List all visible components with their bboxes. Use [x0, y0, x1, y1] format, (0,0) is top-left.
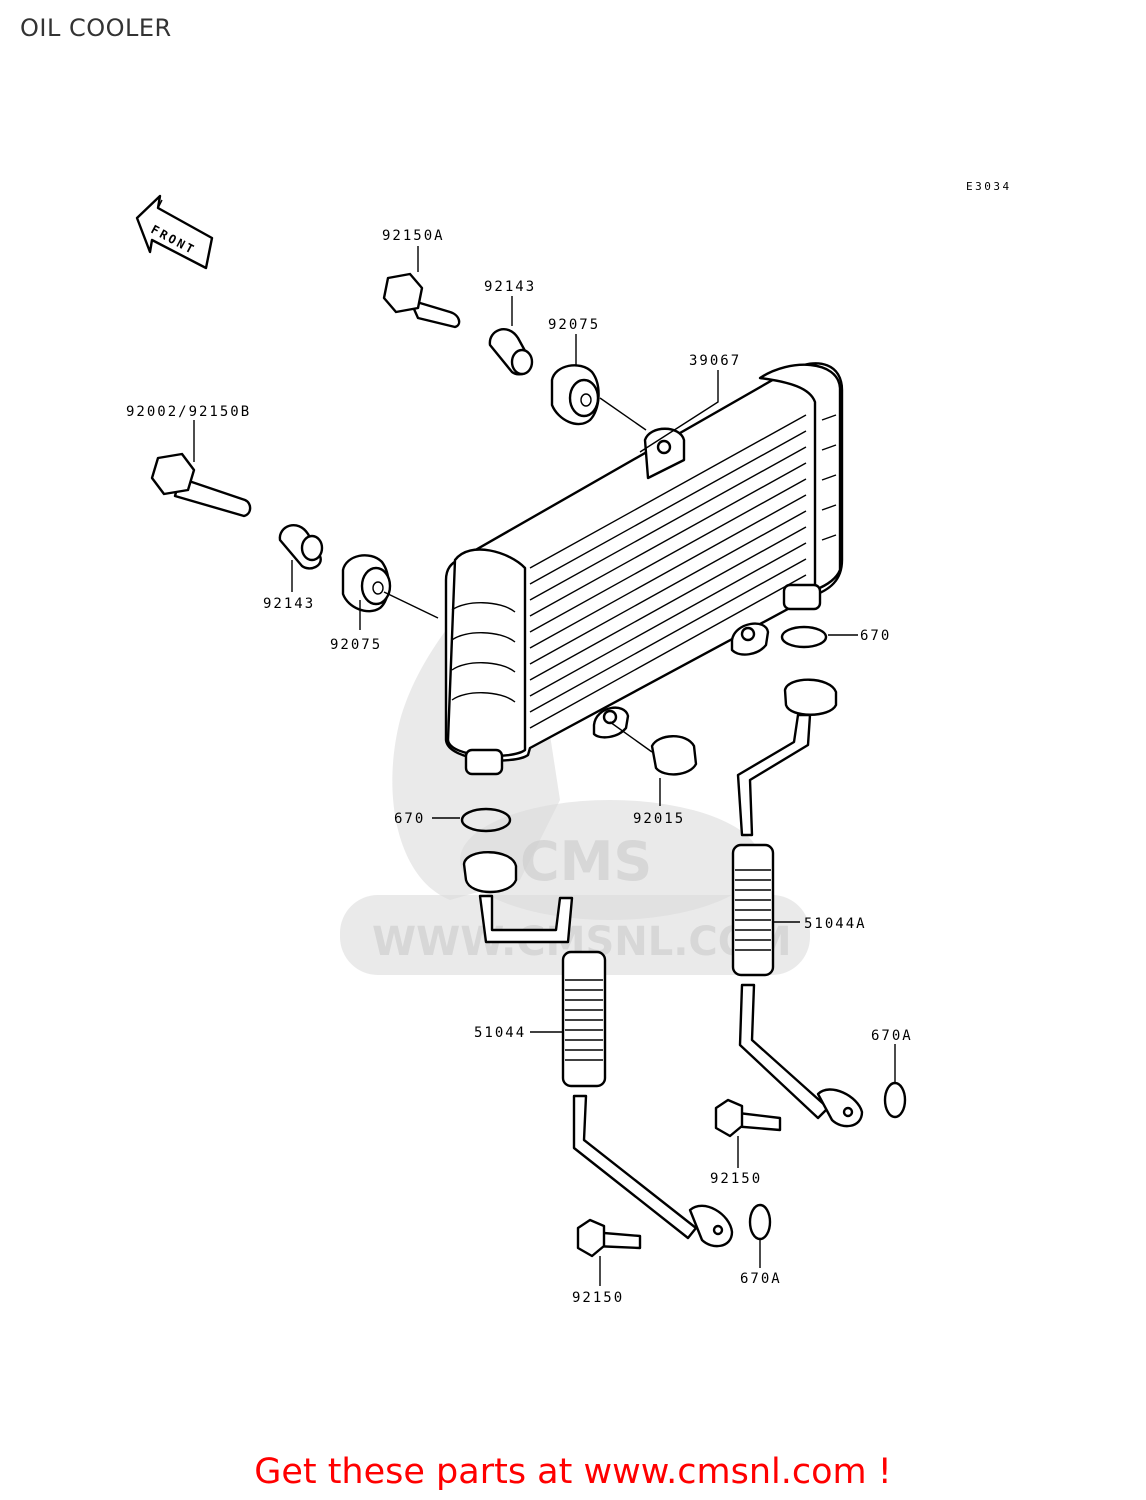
oring-670A-right	[883, 1081, 907, 1119]
label-collar-92143-top: 92143	[484, 279, 536, 295]
grommet-92075-top	[550, 364, 600, 426]
label-grommet-92075-side: 92075	[330, 637, 382, 653]
collar-92143-top	[488, 328, 534, 376]
leader-lines	[193, 246, 896, 1286]
label-hose-51044: 51044	[474, 1025, 526, 1041]
bolt-92150A	[382, 272, 461, 329]
oring-670A-bottom	[748, 1203, 772, 1241]
front-arrow-icon: FRONT	[135, 194, 214, 270]
oring-670-right	[780, 625, 828, 649]
watermark-logo-text: CMS	[520, 830, 652, 893]
callout-labels: 92150A 92143 92075 39067 92002/92150B 92…	[126, 228, 913, 1306]
hose-51044	[462, 851, 734, 1248]
oring-670-left	[460, 807, 512, 833]
label-oring-670-right: 670	[860, 628, 891, 644]
label-cooler-39067: 39067	[689, 353, 741, 369]
diagram-code: E3034	[966, 180, 1012, 193]
cap-92015	[650, 735, 698, 776]
hose-51044A	[731, 678, 864, 1128]
label-oring-670A-right: 670A	[871, 1028, 913, 1044]
page-title: OIL COOLER	[20, 14, 172, 42]
bolt-92150-bottom	[576, 1218, 642, 1258]
label-hose-51044A: 51044A	[804, 916, 867, 932]
label-bolt-92002-92150B: 92002/92150B	[126, 404, 251, 420]
cooler-end-tank-ribs	[451, 414, 837, 703]
grommet-92075-side	[341, 554, 392, 613]
label-grommet-92075-top: 92075	[548, 317, 600, 333]
label-bolt-92150-right: 92150	[710, 1171, 762, 1187]
oil-cooler-radiator	[444, 362, 844, 776]
label-collar-92143-side: 92143	[263, 596, 315, 612]
promo-link[interactable]: Get these parts at www.cmsnl.com !	[254, 1452, 892, 1492]
collar-92143-side	[278, 523, 324, 570]
cooler-fins	[529, 414, 807, 729]
label-bolt-92150A: 92150A	[382, 228, 445, 244]
bolt-92002-92150B	[150, 452, 252, 518]
label-bolt-92150-bottom: 92150	[572, 1290, 624, 1306]
label-cap-92015: 92015	[633, 811, 685, 827]
label-oring-670-left: 670	[394, 811, 425, 827]
bolt-92150-right	[714, 1098, 782, 1138]
label-oring-670A-bottom: 670A	[740, 1271, 782, 1287]
